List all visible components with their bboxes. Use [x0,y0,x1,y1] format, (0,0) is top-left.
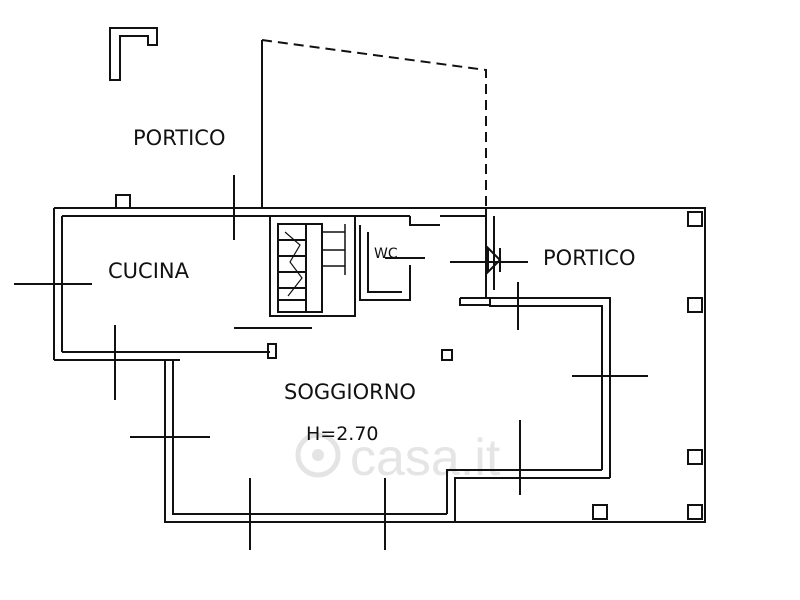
column [115,194,131,209]
watermark-logo-icon [295,432,341,478]
column [592,504,608,520]
room-label-cucina: CUCINA [108,259,190,283]
portico-dashed [261,39,487,208]
wall-portico [455,207,706,523]
room-label-soggiorno: SOGGIORNO [284,380,416,404]
room-label-portico-right: PORTICO [543,246,635,270]
column [687,297,703,313]
wall-soggiorno-east [446,469,610,522]
room-label-portico-top: PORTICO [133,126,225,150]
wall-soggiorno [164,360,455,523]
stair-inner [277,223,323,313]
wall-cucina-soggiorno [145,351,270,361]
column [687,504,703,520]
room-label-wc: WC [374,246,398,262]
stair-arrow [284,231,303,297]
north-marker [109,27,158,81]
wall-stub [267,343,277,359]
wall-top [250,207,486,217]
wall-wc [359,225,411,301]
room-height-label: H=2.70 [306,423,379,445]
column-small [441,349,453,361]
column [687,449,703,465]
column [687,211,703,227]
light-icon [487,245,502,275]
stair-box [269,215,356,317]
wall-soggiorno-right [505,297,611,478]
stair-landing [322,224,346,275]
wall-joint [489,298,510,307]
wall-portico-step [459,297,505,306]
stair-steps [278,224,307,312]
wc-top-wall [409,216,440,226]
watermark-logo-dot [312,449,324,461]
